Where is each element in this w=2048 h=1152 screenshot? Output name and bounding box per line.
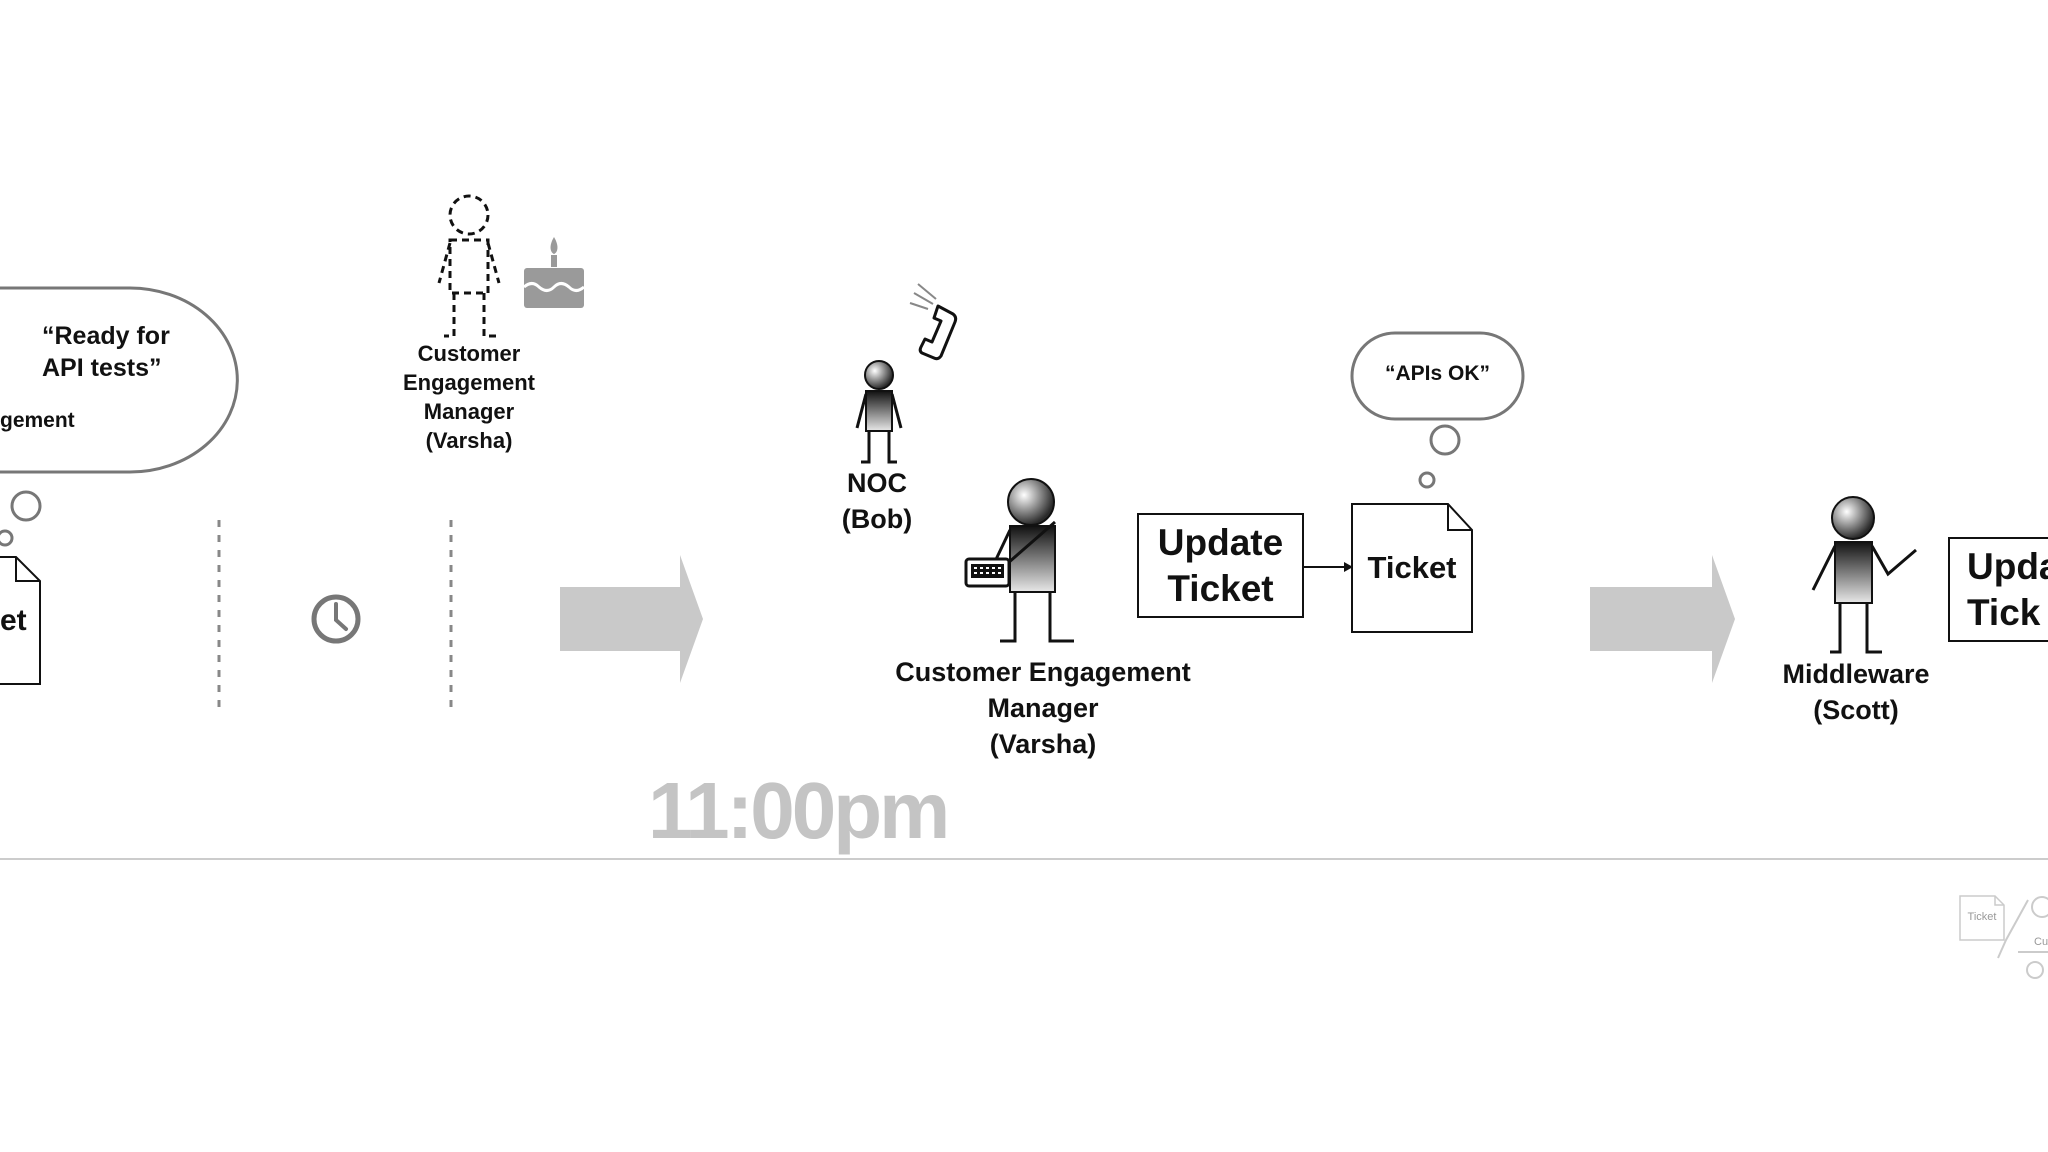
update-ticket-box — [1137, 513, 1304, 618]
label-line: (Bob) — [841, 504, 913, 534]
label-line: Ticket — [1167, 568, 1274, 609]
update-ticket-label: Update Ticket — [1140, 520, 1301, 612]
label-line: (Varsha) — [989, 729, 1097, 759]
quote-line: “Ready for — [42, 322, 170, 350]
label-line: (Scott) — [1813, 695, 1899, 725]
mini-figure-icon — [1997, 896, 2048, 979]
birthday-cake-icon — [523, 237, 585, 308]
label-line: Customer Engagement — [895, 657, 1191, 687]
clock-icon — [311, 594, 361, 644]
middleware-figure — [1811, 496, 1917, 654]
left-bubble-quote: “Ready for API tests” — [42, 320, 170, 384]
manager-label: Customer Engagement Manager (Varsha) — [858, 654, 1228, 762]
mini-ticket-icon — [1959, 895, 2005, 941]
mini-partial-label: Cu — [2034, 936, 2048, 948]
phone-ringing-icon — [909, 283, 958, 361]
apis-ok-thought-bubble — [1350, 331, 1525, 489]
label-line: NOC — [847, 468, 907, 498]
manager-ghost-figure — [437, 194, 501, 338]
label-line: (Varsha) — [425, 428, 513, 453]
manager-ghost-label: Customer Engagement Manager (Varsha) — [389, 339, 549, 455]
keyboard-bag-icon — [964, 557, 1011, 588]
noc-figure — [855, 360, 903, 464]
label-line: Engagement — [402, 370, 536, 395]
quote-line: API tests” — [42, 354, 162, 382]
time-label: 11:00pm — [648, 766, 950, 855]
ticket-label: Ticket — [1367, 550, 1457, 585]
arrow-right-icon — [1590, 555, 1735, 683]
right-update-ticket-label: Upda Tick — [1967, 544, 2048, 636]
left-bubble-partial-text: gement — [0, 409, 75, 432]
label-line: Upda — [1967, 546, 2048, 587]
thought-bubble-text: “APIs OK” — [1384, 362, 1491, 385]
arrow-right-icon — [560, 555, 703, 683]
label-line: Tick — [1967, 592, 2041, 633]
label-line: Update — [1157, 522, 1284, 563]
connector-arrow — [1304, 562, 1353, 572]
left-ticket-label: et — [0, 604, 27, 637]
noc-label: NOC (Bob) — [817, 465, 937, 537]
left-thought-bubble — [0, 286, 239, 547]
middleware-label: Middleware (Scott) — [1756, 656, 1956, 728]
right-update-ticket-box — [1948, 537, 2048, 642]
label-line: Middleware — [1782, 659, 1930, 689]
ticket-document-icon — [1351, 503, 1473, 633]
label-line: Manager — [987, 693, 1099, 723]
label-line: Customer — [417, 341, 521, 366]
label-line: Manager — [423, 399, 515, 424]
mini-ticket-label: Ticket — [1967, 911, 1997, 923]
